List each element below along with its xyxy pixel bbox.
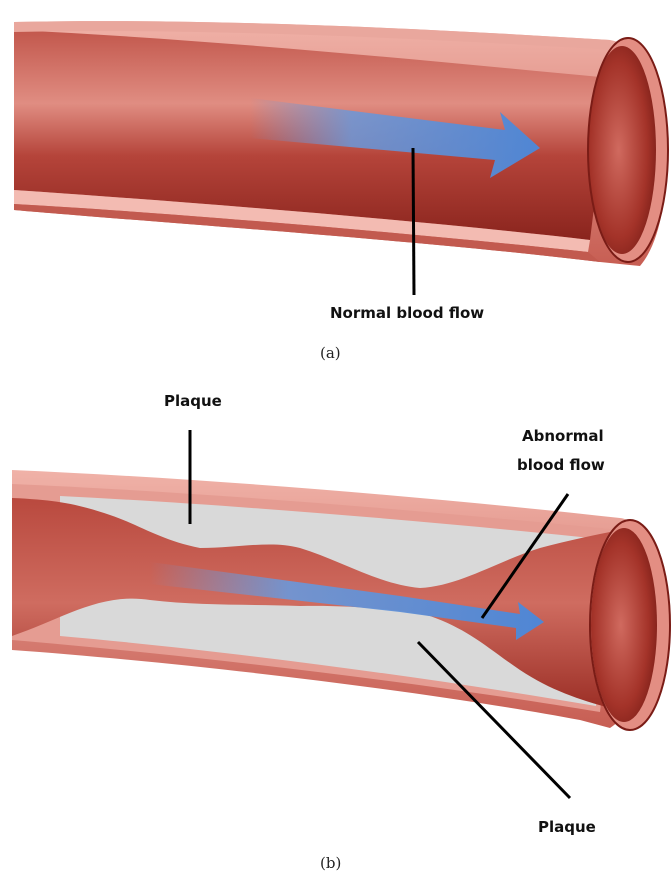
panel-a-vessel — [14, 21, 668, 266]
label-plaque-top: Plaque — [164, 392, 222, 410]
label-normal-blood-flow: Normal blood flow — [330, 304, 484, 322]
label-plaque-bottom: Plaque — [538, 818, 596, 836]
caption-b: (b) — [320, 854, 341, 872]
panel-b-vessel — [12, 470, 670, 730]
caption-a: (a) — [320, 344, 341, 362]
label-abnormal-line1: Abnormal — [522, 427, 604, 445]
label-abnormal-line2: blood flow — [517, 456, 605, 474]
leader-line-normal-flow — [413, 148, 414, 295]
